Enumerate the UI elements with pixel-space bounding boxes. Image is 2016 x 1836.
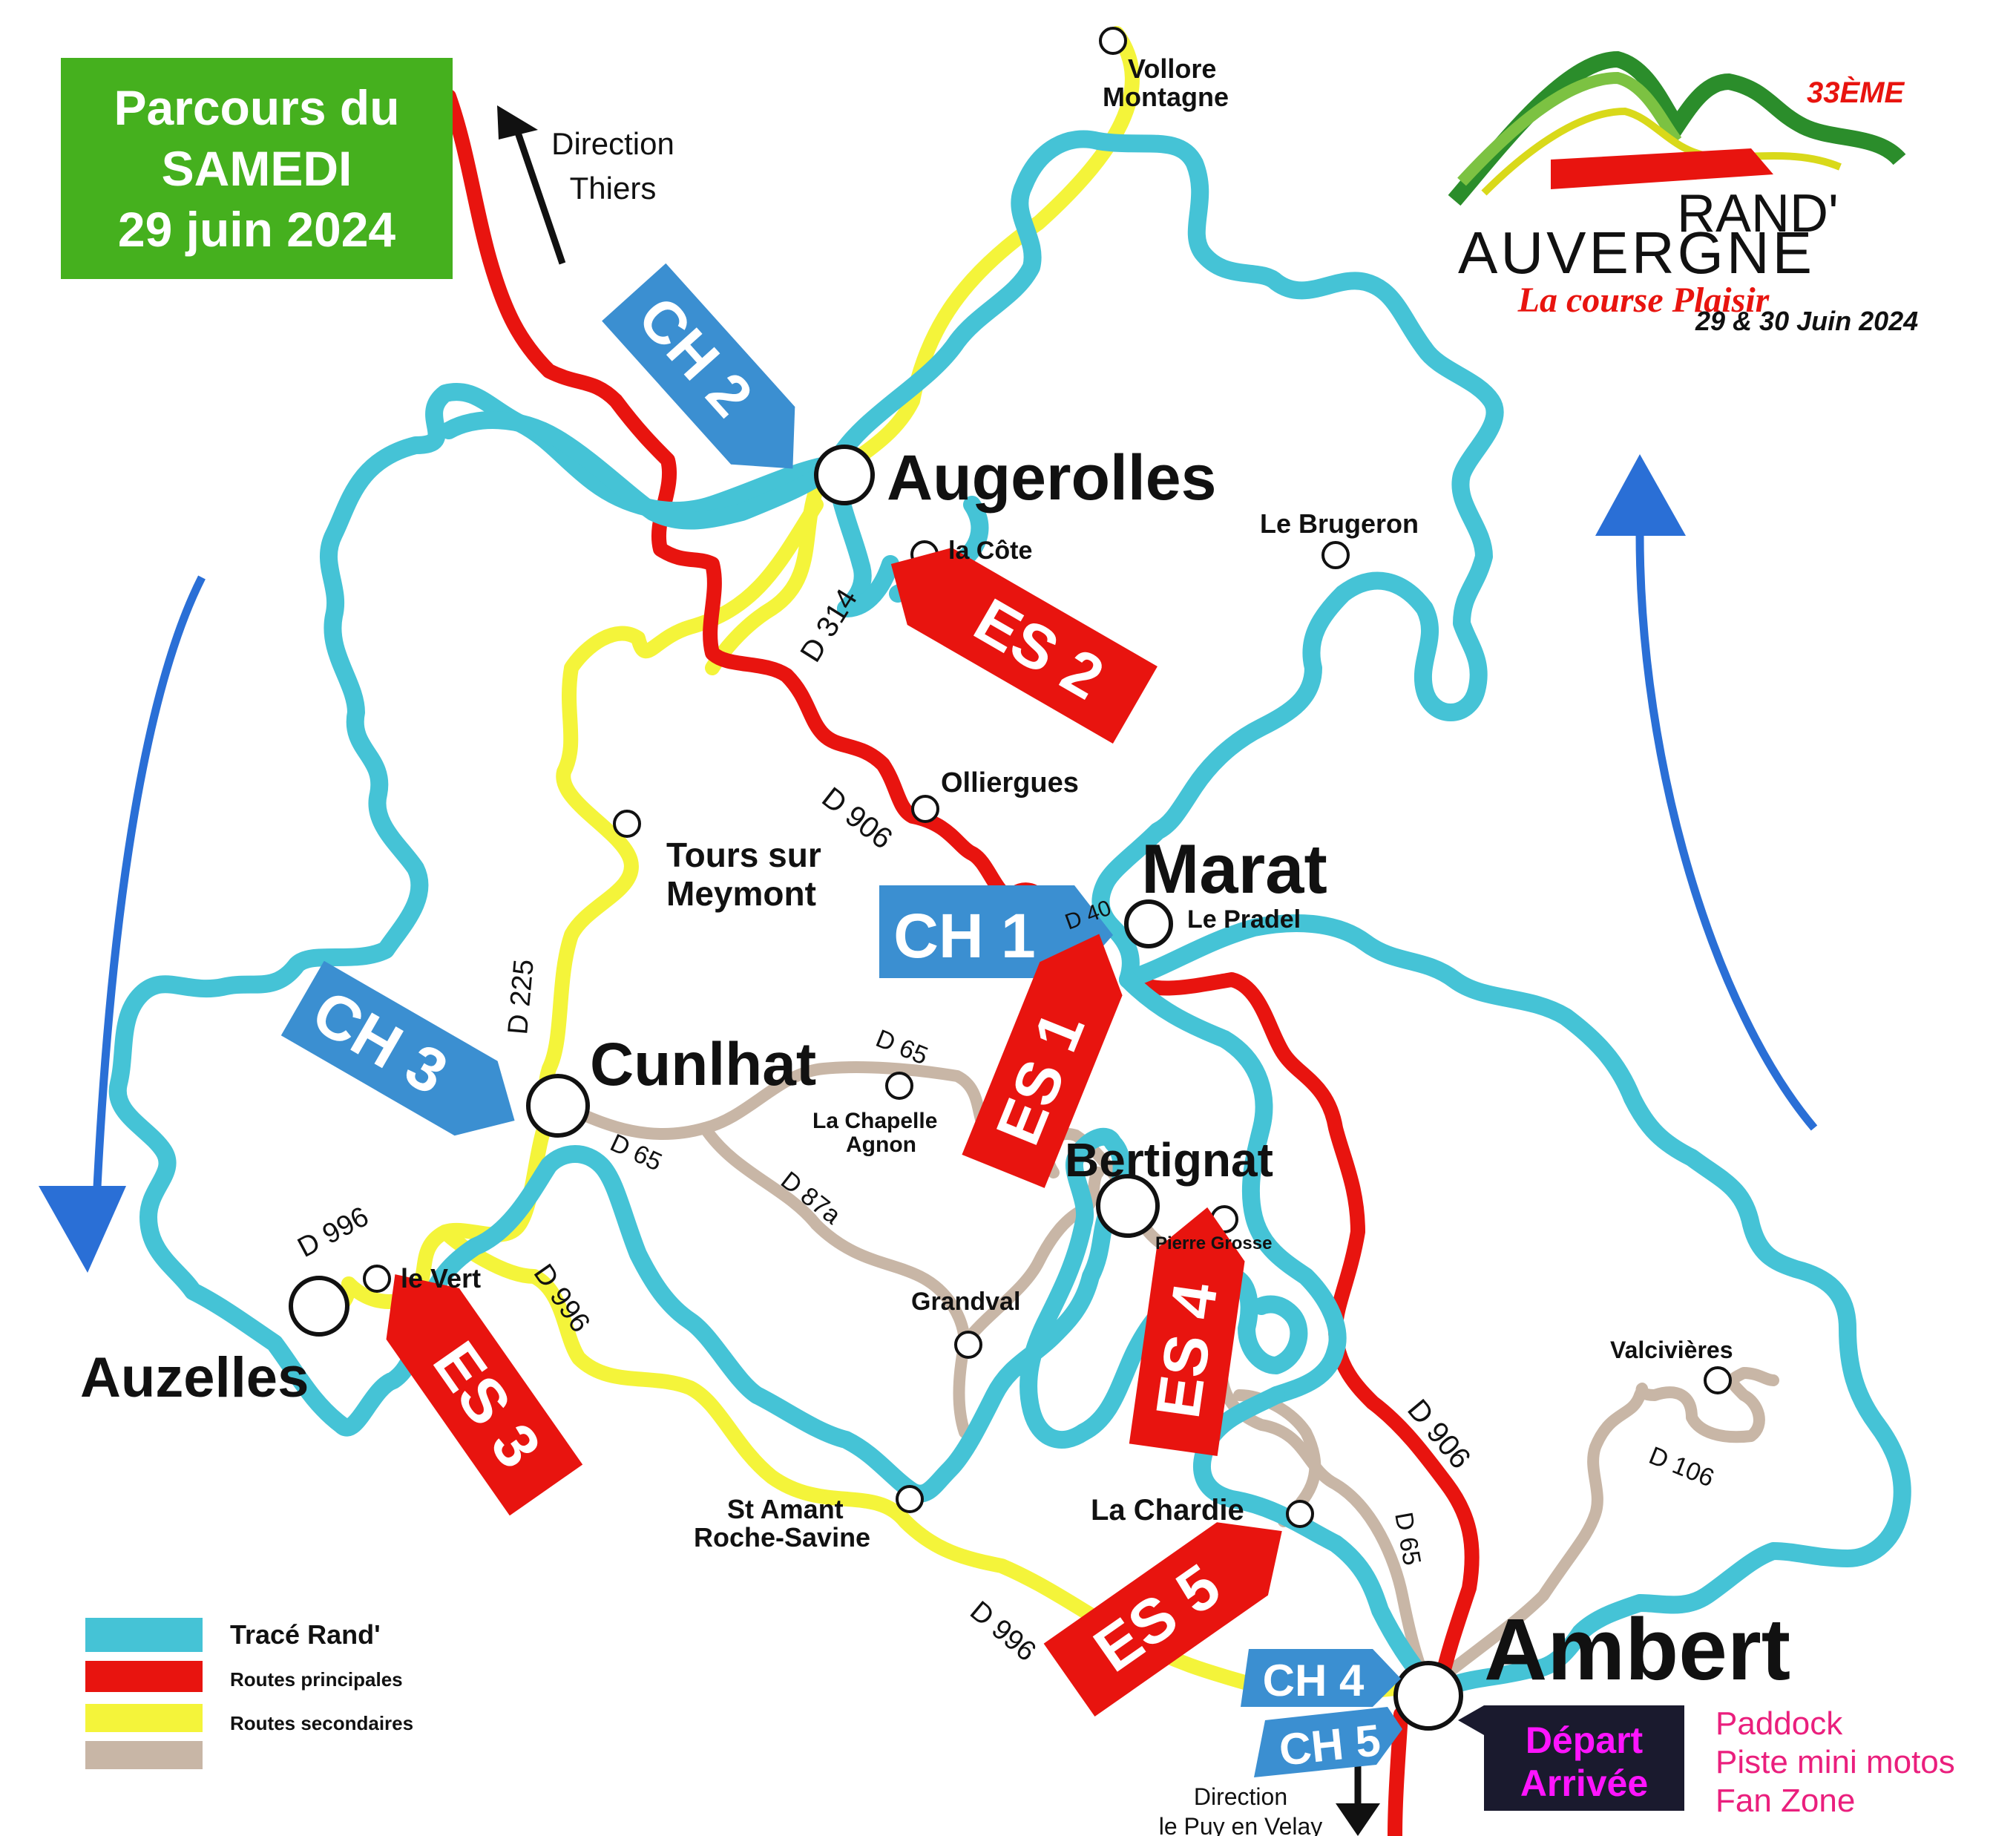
ch2-arrow: CH 2 [602, 263, 795, 469]
pradel-label: Le Pradel [1187, 905, 1301, 934]
facility-minimotos: Piste mini motos [1715, 1744, 1955, 1780]
valcivieres-marker [1704, 1366, 1732, 1394]
arrivee-label: Arrivée [1520, 1763, 1648, 1804]
marat-label: Marat [1141, 830, 1327, 908]
pierre-label: Pierre Grosse [1155, 1233, 1272, 1253]
thiers-direction-2: Thiers [570, 171, 657, 206]
puy-direction-1: Direction [1194, 1783, 1287, 1810]
auzelles-marker [289, 1276, 349, 1337]
lacote-label: la Côte [948, 537, 1032, 565]
legend-swatch-trace [85, 1618, 203, 1652]
logo-line2: AUVERGNE [1458, 220, 1815, 286]
olliergues-label: Olliergues [941, 767, 1079, 799]
d906a-label: D 906 [815, 781, 898, 855]
checkered-flag [1551, 148, 1773, 189]
rotation-arrow-right [1595, 454, 1818, 1131]
title-line-3: 29 juin 2024 [117, 202, 396, 257]
puy-direction-2: le Puy en Velay [1159, 1813, 1323, 1836]
marat-marker [1124, 899, 1173, 948]
vollore-label-1: Vollore [1128, 53, 1216, 84]
title-line-1: Parcours du [114, 80, 400, 135]
chapelle-marker [885, 1072, 913, 1100]
d314-label: D 314 [794, 583, 864, 668]
stamant-label-2: Roche-Savine [694, 1522, 870, 1553]
augerolles-marker [814, 445, 875, 505]
grandval-label: Grandval [911, 1288, 1020, 1316]
ambert-marker [1393, 1661, 1463, 1731]
es5-arrow: ES 5 [1043, 1522, 1282, 1717]
chardie-marker [1286, 1500, 1314, 1528]
bertignat-label: Bertignat [1065, 1133, 1273, 1187]
stamant-label-1: St Amant [727, 1494, 844, 1524]
vert-label: le Vert [401, 1263, 481, 1294]
ch1-arrow: CH 1 [879, 885, 1113, 978]
d996c-label: D 996 [964, 1596, 1042, 1668]
thiers-direction-arrow [497, 105, 566, 265]
d106-label: D 106 [1645, 1441, 1718, 1492]
legend-label-main: Routes principales [230, 1668, 403, 1691]
d225-label: D 225 [502, 958, 540, 1036]
bertignat-marker [1096, 1174, 1160, 1238]
ch3-arrow: CH 3 [280, 960, 515, 1136]
cunlhat-marker [526, 1074, 590, 1138]
title-box: Parcours du SAMEDI 29 juin 2024 [61, 58, 453, 279]
ch1-label: CH 1 [893, 901, 1035, 971]
chapelle-label-2: Agnon [846, 1132, 916, 1157]
logo-tagline: La course Plaisir [1517, 281, 1770, 320]
brugeron-label: Le Brugeron [1260, 508, 1419, 539]
legend-swatch-tertiary [85, 1741, 203, 1769]
cunlhat-label: Cunlhat [590, 1031, 816, 1098]
chardie-label: La Chardie [1091, 1494, 1244, 1527]
depart-label: Départ [1526, 1719, 1644, 1761]
stamant-marker [896, 1485, 924, 1513]
depart-box: Départ Arrivée [1458, 1705, 1684, 1811]
legend-swatch-secondary [85, 1704, 203, 1732]
logo-edition: 33ÈME [1807, 76, 1905, 109]
vollore-marker [1099, 27, 1127, 55]
augerolles-label: Augerolles [887, 442, 1216, 514]
tours-label-2: Meymont [666, 874, 816, 913]
facilities-list: Paddock Piste mini motos Fan Zone [1715, 1705, 1955, 1819]
vollore-label-2: Montagne [1103, 82, 1229, 112]
rand-auvergne-logo: 33ÈME RAND' AUVERGNE La course Plaisir 2… [1448, 50, 1918, 336]
ch4-arrow: CH 4 [1241, 1649, 1401, 1707]
legend-swatch-main [85, 1661, 203, 1692]
grandval-marker [954, 1331, 982, 1359]
brugeron-marker [1321, 541, 1350, 569]
legend-label-secondary: Routes secondaires [230, 1712, 413, 1734]
rotation-arrow-left [39, 575, 206, 1273]
rally-trace [108, 130, 1911, 1694]
logo-line1: RAND' [1677, 184, 1839, 243]
legend: Tracé Rand' Routes principales Routes se… [85, 1618, 413, 1769]
chapelle-label-1: La Chapelle [812, 1109, 937, 1133]
facility-fanzone: Fan Zone [1715, 1783, 1855, 1819]
d996a-label: D 996 [293, 1201, 374, 1264]
title-line-2: SAMEDI [161, 141, 352, 196]
logo-dates: 29 & 30 Juin 2024 [1695, 306, 1918, 336]
olliergues-marker [911, 795, 939, 823]
ambert-label: Ambert [1484, 1601, 1790, 1699]
tours-label-1: Tours sur [666, 836, 821, 874]
direction-labels: Direction Thiers Direction le Puy en Vel… [551, 126, 1322, 1836]
es4-arrow: ES 4 [1129, 1207, 1245, 1457]
ch5-arrow: CH 5 [1254, 1707, 1402, 1777]
auzelles-label: Auzelles [80, 1346, 309, 1409]
ch4-label: CH 4 [1263, 1656, 1365, 1705]
legend-label-trace: Tracé Rand' [230, 1619, 381, 1650]
tours-marker [613, 810, 641, 838]
valcivieres-label: Valcivières [1610, 1337, 1733, 1363]
village-labels: Vollore Montagne la Côte Le Brugeron Oll… [401, 53, 1733, 1553]
thiers-direction-1: Direction [551, 126, 674, 161]
ch5-label: CH 5 [1277, 1715, 1383, 1775]
vert-marker [363, 1265, 391, 1293]
town-markers [289, 445, 1463, 1731]
facility-paddock: Paddock [1715, 1705, 1843, 1742]
